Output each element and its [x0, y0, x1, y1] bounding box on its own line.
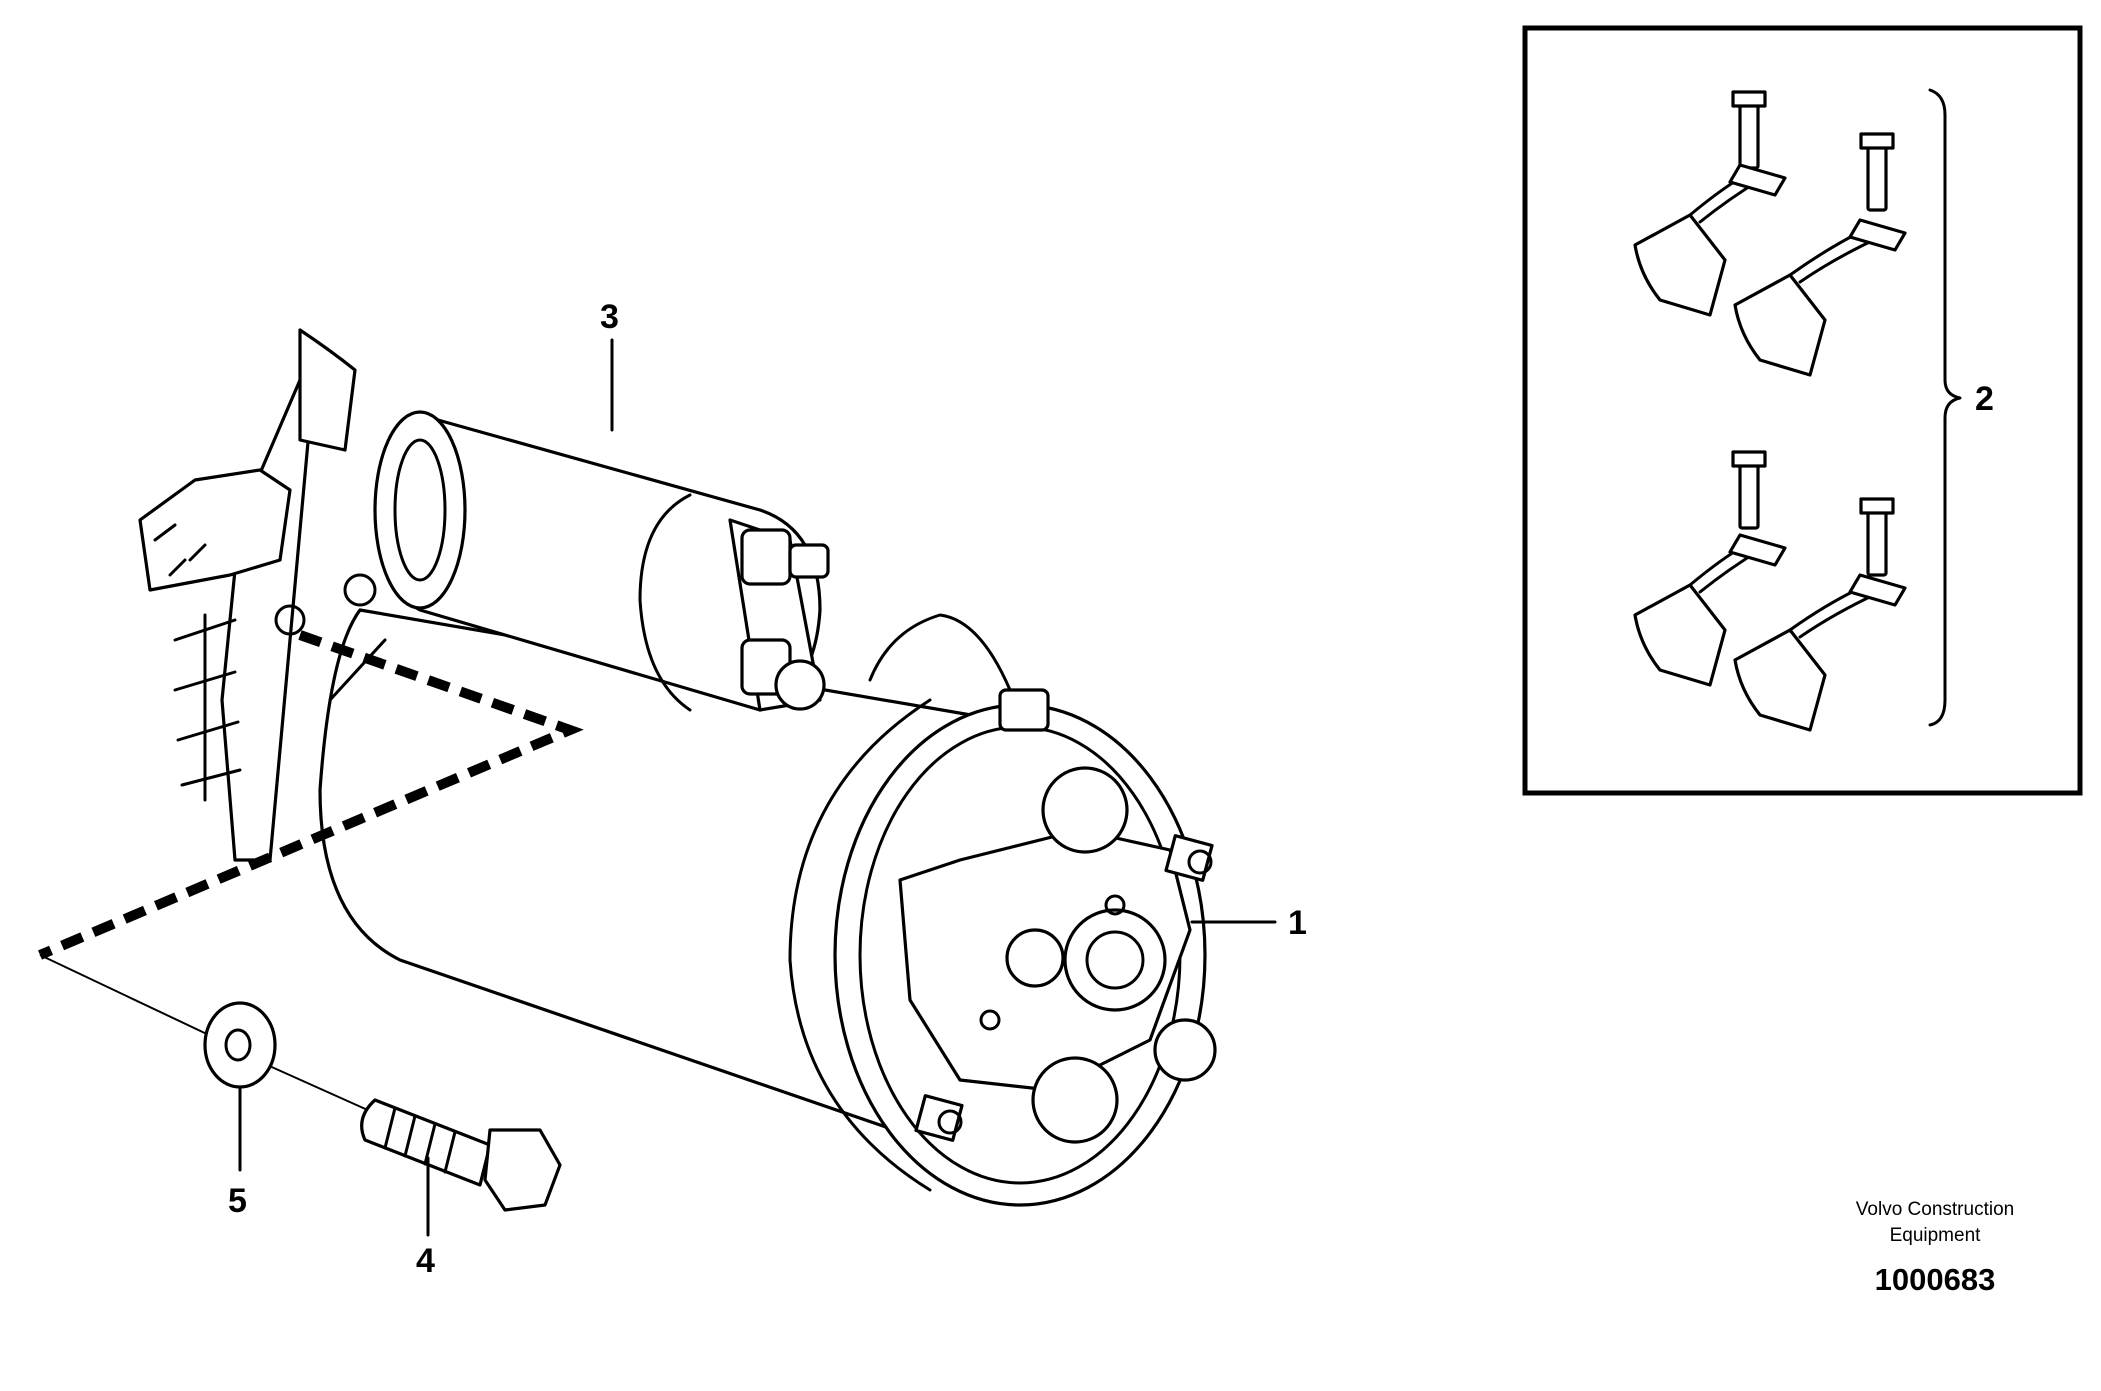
- callout-5: 5: [228, 1182, 247, 1220]
- brush-1: [1633, 90, 1787, 317]
- brush-2: [1733, 132, 1907, 377]
- washer: [203, 1001, 277, 1089]
- credit-line-1: Volvo Construction: [1856, 1199, 2014, 1220]
- solenoid: [373, 410, 830, 712]
- bolt: [360, 1098, 562, 1212]
- callout-3: 3: [600, 298, 619, 336]
- starter-motor: [138, 328, 1217, 1207]
- brush-4: [1733, 497, 1907, 732]
- callout-4: 4: [416, 1242, 435, 1280]
- callout-1: 1: [1288, 904, 1307, 942]
- credit-line-2: Equipment: [1890, 1225, 1982, 1246]
- callout-2: 2: [1975, 380, 1994, 418]
- brush-3: [1633, 450, 1787, 687]
- document-number: 1000683: [1875, 1262, 1996, 1297]
- mounting-dashed-line: [38, 630, 584, 960]
- brush-set-inset: [1522, 25, 2083, 796]
